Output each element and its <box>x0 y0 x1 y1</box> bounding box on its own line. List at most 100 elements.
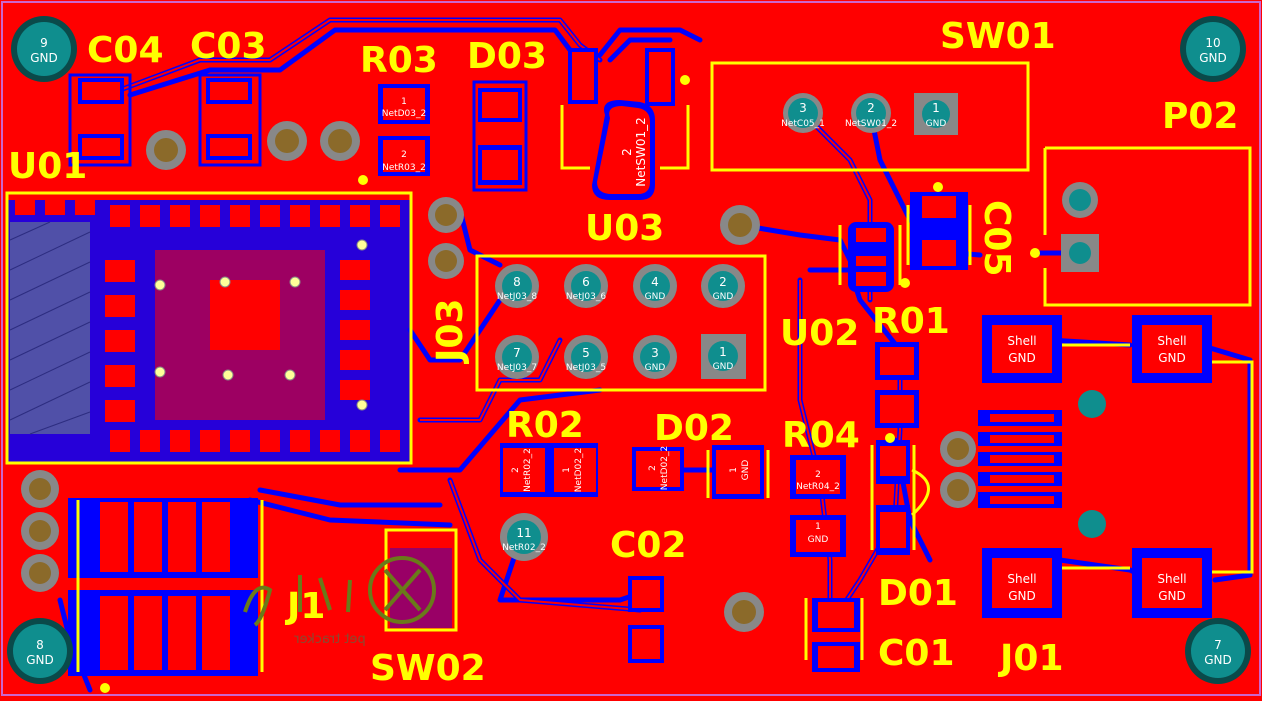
j01-shell-tr: Shell GND <box>1132 315 1212 383</box>
svg-text:GND: GND <box>1158 589 1186 603</box>
designator-p02: P02 <box>1162 96 1238 137</box>
designator-c03: C03 <box>190 26 267 67</box>
u03-pin3: 3 GND <box>633 335 677 379</box>
svg-text:GND: GND <box>713 292 734 302</box>
svg-text:NetJ03_6: NetJ03_6 <box>566 292 606 302</box>
svg-text:2: 2 <box>648 465 658 471</box>
svg-text:1: 1 <box>729 467 739 473</box>
svg-text:2: 2 <box>815 470 821 480</box>
svg-text:Shell: Shell <box>1157 334 1186 348</box>
mounting-hole-10: 10 GND <box>1180 16 1246 82</box>
svg-text:10: 10 <box>1205 36 1220 50</box>
designator-j03: J03 <box>430 299 471 366</box>
u03-pin2: 2 GND <box>701 264 745 308</box>
designator-u02: U02 <box>780 313 859 354</box>
svg-text:GND: GND <box>1008 589 1036 603</box>
u03-pin8: 8 NetJ03_8 <box>495 264 539 308</box>
u03-pin6: 6 NetJ03_6 <box>564 264 608 308</box>
r03-pad1-net: NetD03_2 <box>382 109 426 119</box>
designator-c05: C05 <box>976 200 1017 277</box>
j1-pads <box>68 498 264 676</box>
svg-text:8: 8 <box>513 275 521 289</box>
svg-text:GND: GND <box>1199 51 1227 65</box>
svg-text:NetJ03_8: NetJ03_8 <box>497 292 537 302</box>
svg-text:NetR02_2: NetR02_2 <box>502 543 546 553</box>
d03-pad2-net: NetSW01_2 <box>634 117 648 186</box>
pet-logo <box>243 556 436 627</box>
u03-pin4: 4 GND <box>633 264 677 308</box>
sw01-silk-bracket <box>560 105 690 170</box>
svg-text:GND: GND <box>1008 351 1036 365</box>
svg-text:5: 5 <box>582 346 590 360</box>
mounting-hole-7: 7 GND <box>1185 618 1251 684</box>
svg-text:GND: GND <box>26 653 54 667</box>
svg-text:3: 3 <box>799 101 807 115</box>
svg-text:GND: GND <box>926 119 947 129</box>
designator-d02: D02 <box>654 408 734 449</box>
svg-text:NetSW01_2: NetSW01_2 <box>845 119 897 129</box>
svg-text:1: 1 <box>719 345 727 359</box>
svg-text:9: 9 <box>40 36 48 50</box>
r03-pad2-num: 2 <box>401 150 407 160</box>
u03-pin7: 7 NetJ03_7 <box>495 335 539 379</box>
pin1-marker <box>680 75 690 85</box>
mounting-hole-9: 9 GND <box>11 16 77 82</box>
r03-pad2-net: NetR03_2 <box>382 163 426 173</box>
svg-text:GND: GND <box>1204 653 1232 667</box>
r03-pads: 1 NetD03_2 2 NetR03_2 <box>378 84 430 176</box>
sw01-outline <box>710 61 1030 172</box>
sw01-pin3: 3 NetC05_1 <box>781 93 825 133</box>
svg-text:NetR04_2: NetR04_2 <box>796 482 840 492</box>
svg-text:1: 1 <box>932 101 940 115</box>
designator-d03: D03 <box>467 36 547 77</box>
svg-text:3: 3 <box>651 346 659 360</box>
svg-text:2: 2 <box>867 101 875 115</box>
designator-r01: R01 <box>872 301 950 342</box>
u01-module <box>5 191 413 465</box>
svg-text:GND: GND <box>713 362 734 372</box>
designator-r04: R04 <box>782 415 860 456</box>
svg-text:Shell: Shell <box>1007 572 1036 586</box>
p02-pins <box>1030 182 1099 272</box>
svg-text:NetD02_2: NetD02_2 <box>660 446 670 490</box>
designator-j01: J01 <box>997 638 1064 679</box>
j01-shell-tl: Shell GND <box>982 315 1062 383</box>
r02-pads: 2 NetR02_2 1 NetD02_2 <box>500 443 598 497</box>
designator-sw01: SW01 <box>940 16 1056 57</box>
svg-text:11: 11 <box>516 526 531 540</box>
d03-pad2-num: 2 <box>620 148 634 156</box>
svg-text:GND: GND <box>808 535 829 545</box>
svg-text:NetD02_2: NetD02_2 <box>574 448 584 492</box>
sw01-pin1: 1 GND <box>914 93 958 135</box>
logo-subtext: pet tracker <box>294 632 366 647</box>
designator-r02: R02 <box>506 405 584 446</box>
designator-sw02: SW02 <box>370 648 486 689</box>
u03-pin1: 1 GND <box>701 334 746 379</box>
svg-text:GND: GND <box>645 292 666 302</box>
silk-dots <box>100 175 368 693</box>
svg-text:7: 7 <box>1214 638 1222 652</box>
mounting-hole-8: 8 GND <box>7 618 73 684</box>
sw01-pin2: 2 NetSW01_2 <box>845 93 897 133</box>
svg-text:1: 1 <box>562 467 572 473</box>
svg-text:7: 7 <box>513 346 521 360</box>
svg-text:8: 8 <box>36 638 44 652</box>
svg-text:GND: GND <box>645 363 666 373</box>
j01-shell-bl: Shell GND <box>982 548 1062 618</box>
svg-text:GND: GND <box>1158 351 1186 365</box>
th-vias <box>21 121 976 632</box>
designator-u03: U03 <box>585 208 664 249</box>
u03-pin5: 5 NetJ03_5 <box>564 335 608 379</box>
svg-text:GND: GND <box>30 51 58 65</box>
designator-c01: C01 <box>878 633 955 674</box>
r04-pads: 2 NetR04_2 1 GND <box>790 455 846 557</box>
svg-text:4: 4 <box>651 275 659 289</box>
svg-text:GND: GND <box>741 460 751 481</box>
svg-text:NetJ03_5: NetJ03_5 <box>566 363 606 373</box>
d02-pads: 2 NetD02_2 1 GND <box>632 445 764 499</box>
svg-text:NetJ03_7: NetJ03_7 <box>497 363 537 373</box>
designator-r03: R03 <box>360 40 438 81</box>
designator-d01: D01 <box>878 573 958 614</box>
